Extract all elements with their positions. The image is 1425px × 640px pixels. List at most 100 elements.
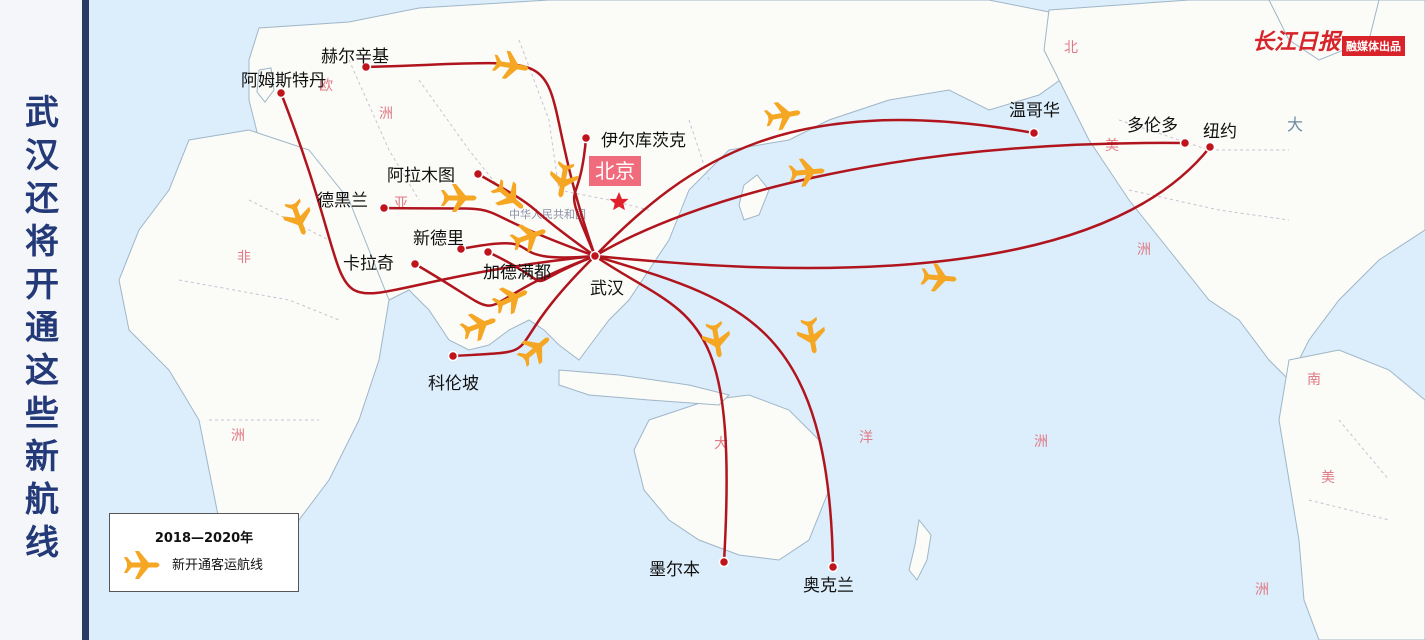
region-label-oceania: 洲 [1034,434,1048,450]
city-label-amsterdam: 阿姆斯特丹 [241,71,326,91]
title-char: 武 [25,93,59,133]
region-label-sa-3: 洲 [1255,582,1269,598]
legend: 2018—2020年 新开通客运航线 [109,513,299,592]
airplane-icon [491,287,528,315]
sidebar-divider [82,0,89,640]
border-line [178,279,340,321]
land-australia [633,394,830,561]
city-label-vancouver: 温哥华 [1009,101,1060,121]
region-label-ocean-2: 洋 [859,430,873,446]
region-label-europe-2: 洲 [379,106,393,122]
capital-star-icon [609,192,629,211]
logo-tag: 融媒体出品 [1342,36,1405,56]
airplane-icon [490,179,524,209]
airplane-icon [763,102,801,131]
route-vancouver [593,118,1036,258]
border-line [688,119,710,181]
city-dot-newyork [1204,141,1216,153]
logo-text: 长江日报 [1251,29,1340,55]
airplane-icon [550,160,579,198]
city-dot-kathmandu [482,246,494,258]
airplane-icon [920,263,957,292]
route-toronto [593,141,1187,258]
airplane-icon [491,50,529,79]
city-dot-helsinki [360,61,372,73]
title-char: 新 [25,437,59,477]
border-line [1308,499,1390,521]
route-karachi [413,254,597,307]
route-newdelhi [459,242,597,259]
city-dot-tehran [378,202,390,214]
land-south-america [1278,349,1425,640]
legend-label: 新开通客运航线 [172,558,264,573]
city-label-almaty: 阿拉木图 [387,166,455,186]
title-char: 航 [25,480,59,520]
city-dot-toronto [1179,137,1191,149]
title-char: 开 [25,265,59,305]
airplane-icon [796,316,825,354]
region-label-africa-2: 洲 [231,428,245,444]
hub-dot-wuhan [589,250,601,262]
airplane-icon [441,184,477,212]
airplane-icon [509,224,546,253]
route-auckland [593,254,835,569]
city-label-auckland: 奥克兰 [803,576,854,596]
region-label-pacific: 大 [1287,115,1303,134]
publisher-logo: 长江日报融媒体出品 [1252,24,1405,56]
city-label-wuhan: 武汉 [590,279,624,299]
title-char: 汉 [25,136,59,176]
region-label-sa-2: 美 [1321,470,1335,486]
city-label-karachi: 卡拉奇 [343,254,394,274]
airplane-icon [788,158,825,187]
title-char: 还 [25,179,59,219]
route-irkutsk [572,136,597,258]
city-dot-amsterdam [275,87,287,99]
city-label-melbourne: 墨尔本 [649,560,700,580]
title-char: 线 [25,523,59,563]
city-dot-auckland [827,561,839,573]
route-melbourne [593,254,728,564]
region-label-africa-1: 非 [237,250,251,266]
capital-label-beijing: 北京 [589,156,641,186]
title-char: 些 [25,394,59,434]
city-dot-almaty [472,168,484,180]
city-label-colombo: 科伦坡 [428,374,479,394]
city-dot-vancouver [1028,127,1040,139]
airplane-icon [701,320,730,358]
world-map: 欧洲亚非洲北美洲大洋洲大南美洲中华人民共和国 北京 长江日报融媒体出品 2018… [89,0,1425,640]
city-dot-irkutsk [580,132,592,144]
city-dot-melbourne [718,556,730,568]
city-label-helsinki: 赫尔辛基 [321,47,389,67]
border-line [1128,189,1290,221]
airplane-icon [459,313,496,342]
border-line [348,59,420,201]
city-label-irkutsk: 伊尔库茨克 [601,131,686,151]
title-char: 通 [25,308,59,348]
city-dot-karachi [409,258,421,270]
region-label-asia: 亚 [394,196,408,212]
land-new-zealand [908,518,932,581]
map-canvas: 欧洲亚非洲北美洲大洋洲大南美洲中华人民共和国 [118,0,1425,640]
airplane-icon [124,551,160,579]
vertical-title: 武汉还将开通这些新航线 [20,92,64,565]
title-char: 将 [25,222,59,262]
city-label-newyork: 纽约 [1203,122,1237,142]
region-label-na-3: 洲 [1137,242,1151,258]
airplane-icon [516,337,550,367]
title-char: 这 [25,351,59,391]
land-indonesia [558,369,730,406]
city-label-tehran: 德黑兰 [317,191,368,211]
route-newyork [593,145,1212,270]
land-uk [256,67,275,103]
border-line [1118,119,1289,151]
city-label-newdelhi: 新德里 [413,229,464,249]
city-label-toronto: 多伦多 [1127,116,1178,136]
region-label-china-name: 中华人民共和国 [509,207,586,221]
route-amsterdam [279,91,597,295]
region-label-sa-1: 南 [1307,372,1321,388]
city-dot-colombo [447,350,459,362]
land-north-america [1043,0,1425,381]
legend-title: 2018—2020年 [154,531,254,546]
city-dot-newdelhi [455,243,467,255]
